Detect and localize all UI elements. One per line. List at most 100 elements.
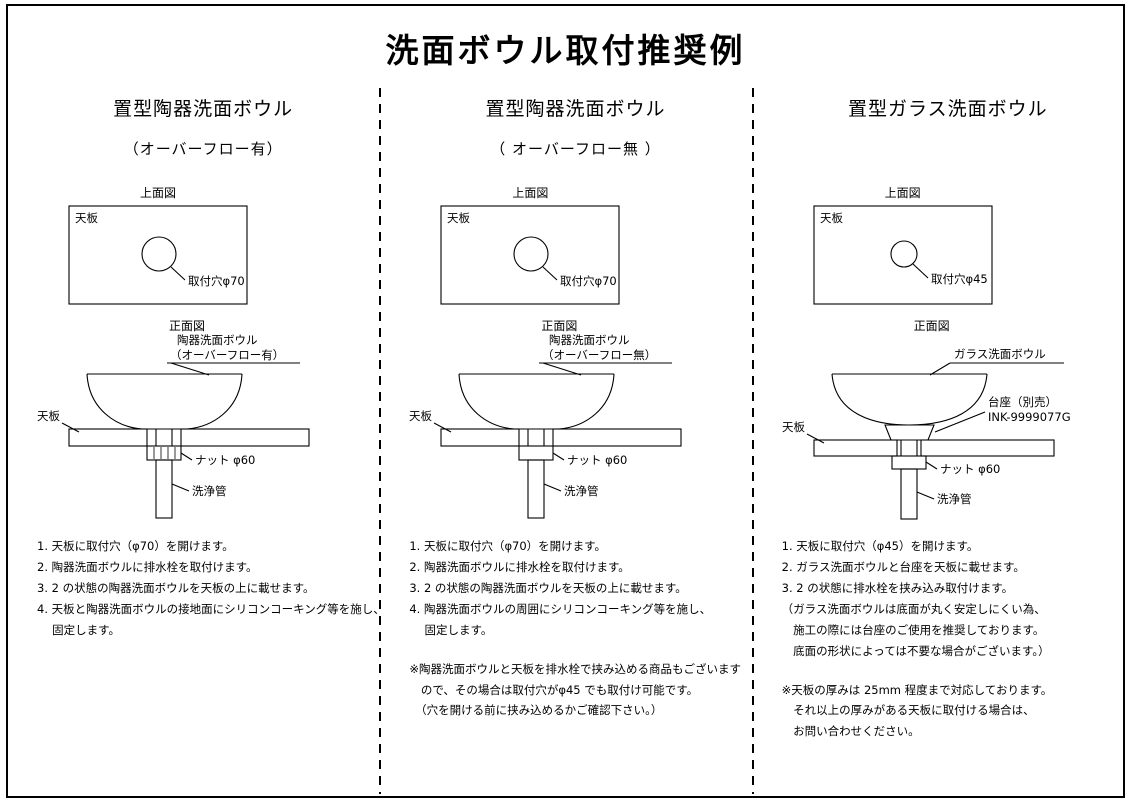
drain-pipe bbox=[155, 459, 173, 519]
countertop-left bbox=[68, 428, 148, 447]
text-line: （穴を開ける前に挟み込めるかご確認下さい。） bbox=[409, 703, 663, 718]
leader-line bbox=[925, 461, 937, 470]
top-view-drawing: 天板 取付穴φ45 bbox=[813, 205, 993, 305]
top-view-drawing: 天板 取付穴φ70 bbox=[440, 205, 620, 305]
page-title: 洗面ボウル取付推奨例 bbox=[385, 31, 746, 70]
column-divider bbox=[751, 88, 754, 794]
text-line: （ガラス洗面ボウルは底面が丸く安定しにくい為、 bbox=[781, 601, 1046, 616]
leader-line bbox=[912, 263, 929, 279]
mounting-hole-label: 取付穴φ45 bbox=[931, 272, 988, 286]
countertop-left bbox=[813, 439, 898, 457]
countertop-left bbox=[440, 428, 520, 447]
bowl-label-line1: 陶器洗面ボウル bbox=[549, 333, 630, 347]
column-title: 置型陶器洗面ボウル bbox=[485, 98, 666, 120]
leader-line bbox=[434, 422, 452, 433]
countertop-label: 天板 bbox=[37, 409, 60, 423]
countertop-label: 天板 bbox=[409, 409, 432, 423]
top-view-label: 上面図 bbox=[884, 186, 921, 200]
column-glass: 置型ガラス洗面ボウル 上面図 天板 取付穴φ45 正面図 ガラス洗面ボウル 台座… bbox=[752, 88, 1124, 796]
countertop-label: 天板 bbox=[447, 211, 470, 225]
leader-line bbox=[544, 483, 562, 492]
column-title: 置型陶器洗面ボウル bbox=[113, 98, 294, 120]
leader-line bbox=[542, 266, 558, 281]
column-divider bbox=[379, 88, 382, 794]
page-border bbox=[6, 4, 1125, 798]
countertop-outline bbox=[813, 205, 993, 305]
countertop-right bbox=[552, 428, 682, 447]
pipe-label: 洗浄管 bbox=[564, 484, 599, 498]
leader-line bbox=[806, 433, 824, 444]
note-list: ※陶器洗面ボウルと天板を排水栓で挟み込める商品もございます ので、その場合は取付… bbox=[409, 659, 741, 722]
countertop-label: 天板 bbox=[820, 211, 843, 225]
text-line: 3. 2 の状態に排水栓を挟み込み取付けます。 bbox=[781, 580, 1014, 595]
bowl-body bbox=[86, 373, 243, 430]
leader-line bbox=[170, 362, 210, 376]
column-subtitle bbox=[782, 138, 1114, 158]
leader-line bbox=[929, 362, 950, 376]
countertop-label: 天板 bbox=[782, 420, 805, 434]
pedestal-label-line2: INK-9999077G bbox=[988, 410, 1071, 424]
countertop-outline bbox=[440, 205, 620, 305]
leader-line bbox=[543, 362, 582, 376]
pedestal-label-line1: 台座（別売） bbox=[988, 395, 1057, 409]
column-ceramic-no-overflow: 置型陶器洗面ボウル （ オーバーフロー無 ） 上面図 天板 取付穴φ70 正面図… bbox=[379, 88, 751, 796]
nut bbox=[518, 445, 554, 461]
countertop-outline bbox=[68, 205, 248, 305]
text-line: 固定します。 bbox=[37, 622, 121, 637]
text-line: お問い合わせください。 bbox=[781, 724, 920, 739]
front-view-label: 正面図 bbox=[168, 319, 205, 333]
text-line: 3. 2 の状態の陶器洗面ボウルを天板の上に載せます。 bbox=[37, 580, 315, 595]
text-line: 2. 陶器洗面ボウルに排水栓を取付けます。 bbox=[37, 559, 258, 574]
column-title: 置型ガラス洗面ボウル bbox=[848, 98, 1048, 120]
column-subtitle: （オーバーフロー有） bbox=[123, 140, 283, 158]
front-view-label: 正面図 bbox=[913, 319, 950, 333]
instruction-list: 1. 天板に取付穴（φ70）を開けます。 2. 陶器洗面ボウルに排水栓を取付けます… bbox=[409, 536, 741, 641]
text-line: ※天板の厚みは 25mm 程度まで対応しております。 bbox=[781, 682, 1053, 697]
pedestal bbox=[883, 424, 935, 441]
text-line: ので、その場合は取付穴がφ45 でも取付け可能です。 bbox=[409, 682, 699, 697]
leader-line bbox=[171, 483, 190, 492]
text-line: それ以上の厚みがある天板に取付ける場合は、 bbox=[781, 703, 1035, 718]
columns-container: 置型陶器洗面ボウル （オーバーフロー有） 上面図 天板 取付穴φ70 正面図 陶… bbox=[7, 88, 1124, 796]
pipe-label: 洗浄管 bbox=[937, 492, 972, 506]
column-subtitle: （ オーバーフロー無 ） bbox=[490, 140, 661, 158]
top-view-drawing: 天板 取付穴φ70 bbox=[68, 205, 248, 305]
drain-pipe bbox=[900, 468, 918, 520]
text-line: 2. 陶器洗面ボウルに排水栓を取付けます。 bbox=[409, 559, 630, 574]
text-line: 1. 天板に取付穴（φ70）を開けます。 bbox=[37, 539, 234, 553]
column-ceramic-with-overflow: 置型陶器洗面ボウル （オーバーフロー有） 上面図 天板 取付穴φ70 正面図 陶… bbox=[7, 88, 385, 796]
text-line: 2. ガラス洗面ボウルと台座を天板に載せます。 bbox=[781, 559, 1025, 574]
front-view-drawing: 陶器洗面ボウル （オーバーフロー有） 天板 ナット φ60 洗浄管 bbox=[37, 333, 310, 519]
front-view-drawing: 陶器洗面ボウル （オーバーフロー無） 天板 ナット φ60 洗浄管 bbox=[409, 333, 682, 519]
text-line: 1. 天板に取付穴（φ45）を開けます。 bbox=[781, 539, 979, 553]
mounting-hole bbox=[890, 240, 918, 268]
text-line: 1. 天板に取付穴（φ70）を開けます。 bbox=[409, 539, 607, 553]
instruction-list: 1. 天板に取付穴（φ70）を開けます。 2. 陶器洗面ボウルに排水栓を取付けます… bbox=[37, 536, 385, 641]
mounting-hole-label: 取付穴φ70 bbox=[560, 274, 617, 288]
bowl-body bbox=[458, 373, 615, 430]
leader-line bbox=[916, 491, 934, 500]
text-line: 3. 2 の状態の陶器洗面ボウルを天板の上に載せます。 bbox=[409, 580, 687, 595]
bowl-label-line1: 陶器洗面ボウル bbox=[177, 333, 258, 347]
mounting-hole bbox=[141, 236, 177, 272]
bowl-label-line2: （オーバーフロー無） bbox=[542, 348, 656, 362]
countertop-right bbox=[920, 439, 1055, 457]
mounting-hole bbox=[513, 236, 549, 272]
front-view-drawing: ガラス洗面ボウル 台座（別売） INK-9999077G 天板 ナット φ60 … bbox=[782, 347, 1071, 520]
pipe-label: 洗浄管 bbox=[192, 484, 227, 498]
text-line: 施工の際には台座のご使用を推奨しております。 bbox=[781, 622, 1045, 637]
top-view-label: 上面図 bbox=[139, 186, 176, 200]
text-line: 4. 天板と陶器洗面ボウルの接地面にシリコンコーキング等を施し、 bbox=[37, 601, 385, 616]
drain-pipe bbox=[527, 459, 545, 519]
instruction-list: 1. 天板に取付穴（φ45）を開けます。 2. ガラス洗面ボウルと台座を天板に載せ… bbox=[782, 536, 1114, 662]
top-view-label: 上面図 bbox=[512, 186, 549, 200]
text-line: 固定します。 bbox=[409, 622, 493, 637]
text-line: ※陶器洗面ボウルと天板を排水栓で挟み込める商品もございます bbox=[409, 661, 741, 676]
leader-line bbox=[170, 266, 186, 281]
nut-label: ナット φ60 bbox=[195, 453, 255, 467]
mounting-hole-label: 取付穴φ70 bbox=[188, 274, 245, 288]
nut-label: ナット φ60 bbox=[567, 453, 627, 467]
countertop-label: 天板 bbox=[75, 211, 98, 225]
leader-line bbox=[180, 452, 193, 461]
nut bbox=[146, 445, 182, 461]
